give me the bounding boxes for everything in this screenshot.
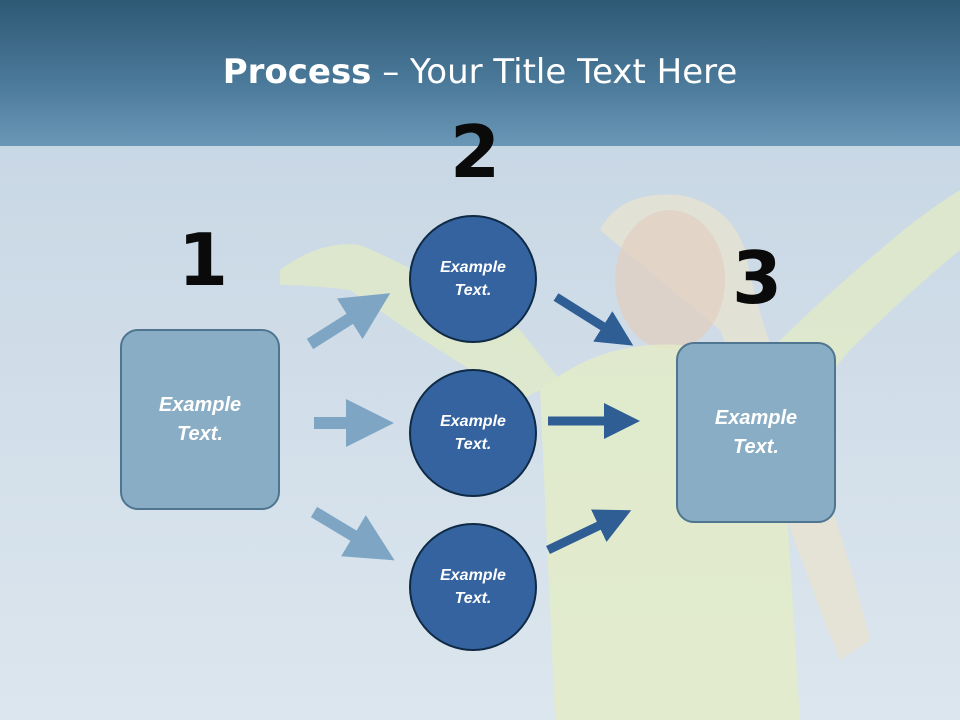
circle-bottom: Example Text. — [409, 523, 537, 651]
step-number-2: 2 — [450, 110, 501, 194]
title-bar — [0, 0, 960, 146]
left-box-text: Example Text. — [158, 393, 242, 445]
title-bold: Process — [222, 52, 372, 92]
slide-title: Process – Your Title Text Here — [0, 52, 960, 92]
circle-top-text: Example Text. — [440, 259, 506, 299]
arrow-top-to-right — [553, 293, 634, 346]
arrow-left-to-top — [306, 293, 391, 350]
left-box: Example Text. — [120, 329, 280, 510]
right-box-text: Example Text. — [714, 406, 798, 458]
step-number-1: 1 — [178, 218, 229, 302]
circle-middle: Example Text. — [409, 369, 537, 497]
arrow-left-to-bottom — [310, 506, 395, 561]
arrow-bottom-to-right — [546, 509, 632, 555]
right-box: Example Text. — [676, 342, 836, 523]
circle-middle-text: Example Text. — [440, 413, 506, 453]
circle-top: Example Text. — [409, 215, 537, 343]
title-rest: – Your Title Text Here — [371, 52, 738, 92]
circle-bottom-text: Example Text. — [440, 567, 506, 607]
step-number-3: 3 — [732, 236, 783, 320]
